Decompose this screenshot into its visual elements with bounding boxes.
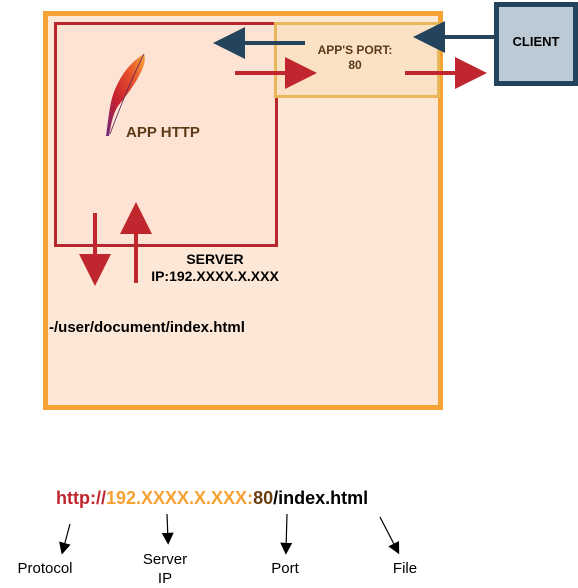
app-http-label: APP HTTP — [126, 124, 200, 141]
apache-feather-icon — [106, 53, 145, 136]
app-port-title: APP'S PORT: — [317, 43, 393, 57]
pointer-server-ip — [161, 513, 174, 545]
caption-file: File — [392, 560, 418, 577]
url-protocol: http:// — [56, 488, 106, 508]
caption-protocol: Protocol — [17, 560, 73, 577]
server-ip: IP:192.XXXX.X.XXX — [151, 268, 279, 284]
url-breakdown: http://192.XXXX.X.XXX:80/index.html — [56, 488, 368, 509]
app-http-container — [54, 22, 278, 247]
app-port-label: APP'S PORT: 80 — [296, 43, 414, 73]
url-ip: 192.XXXX.X.XXX: — [105, 488, 254, 508]
app-port-number: 80 — [348, 58, 362, 72]
pointer-port — [280, 513, 293, 555]
caption-server-ip-line1: Server — [142, 551, 188, 568]
pointer-protocol — [59, 523, 71, 555]
server-label: SERVER IP:192.XXXX.X.XXX — [130, 251, 300, 285]
caption-server-ip-line2: IP — [157, 570, 173, 587]
pointer-file — [379, 516, 400, 555]
url-port: 80 — [253, 488, 274, 508]
server-title: SERVER — [186, 251, 244, 267]
url-file: /index.html — [273, 488, 369, 508]
caption-server-ip: Server IP — [130, 550, 200, 588]
caption-port: Port — [271, 560, 299, 577]
client-box — [494, 2, 578, 86]
file-path-label: -/user/document/index.html — [49, 319, 245, 336]
client-label: CLIENT — [512, 34, 560, 49]
